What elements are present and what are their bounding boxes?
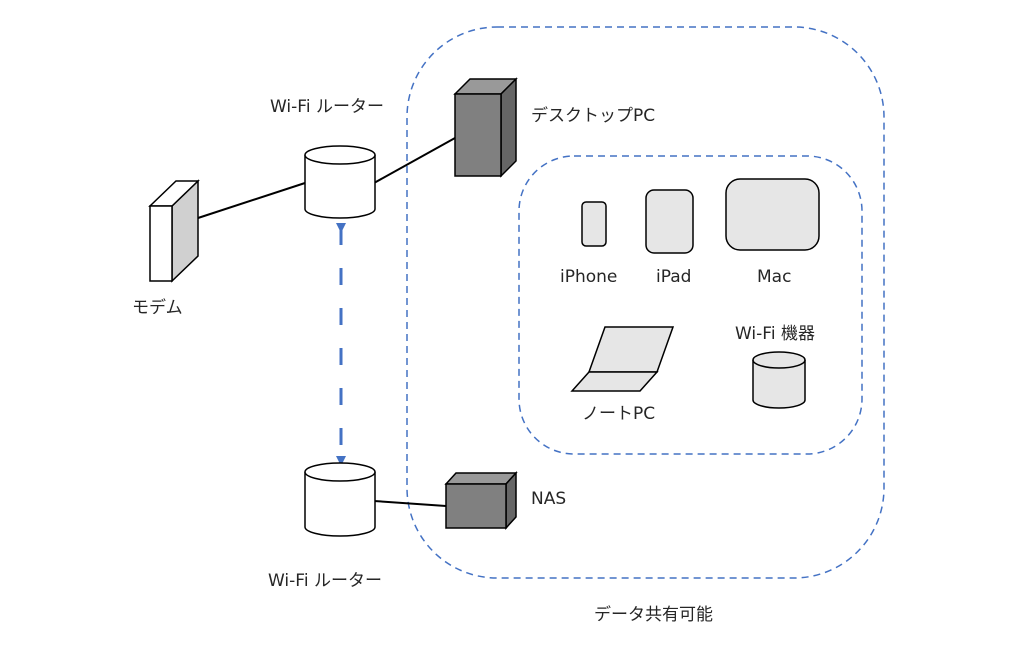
nas-box-icon bbox=[444, 471, 518, 530]
desktop-pc-label: デスクトップPC bbox=[531, 106, 656, 126]
laptop-icon bbox=[570, 326, 675, 392]
router-bottom-label: Wi-Fi ルーター bbox=[268, 571, 382, 591]
modem-label: モデム bbox=[132, 298, 183, 318]
desktop-tower-icon bbox=[453, 77, 518, 178]
router-top-label: Wi-Fi ルーター bbox=[270, 97, 384, 117]
router-bottom-cylinder-icon bbox=[304, 462, 376, 537]
wireless-devices-group-border bbox=[518, 155, 863, 455]
modem-box-icon bbox=[148, 179, 200, 283]
iphone-icon bbox=[581, 201, 607, 247]
ipad-label: iPad bbox=[656, 267, 692, 287]
iphone-label: iPhone bbox=[560, 267, 618, 287]
laptop-label: ノートPC bbox=[582, 404, 656, 424]
ipad-icon bbox=[645, 189, 694, 254]
link-modem-router bbox=[197, 182, 306, 219]
data-sharing-zone-border bbox=[406, 26, 885, 579]
mac-icon bbox=[725, 178, 820, 251]
mac-label: Mac bbox=[757, 267, 792, 287]
nas-label: NAS bbox=[531, 489, 567, 509]
link-router-nas bbox=[373, 500, 447, 507]
data-sharing-zone-label: データ共有可能 bbox=[594, 605, 713, 625]
router-top-cylinder-icon bbox=[304, 145, 376, 219]
link-router-desktop bbox=[373, 137, 456, 184]
wifi-device-label: Wi-Fi 機器 bbox=[735, 324, 815, 344]
wifi-device-cylinder-icon bbox=[752, 351, 806, 409]
